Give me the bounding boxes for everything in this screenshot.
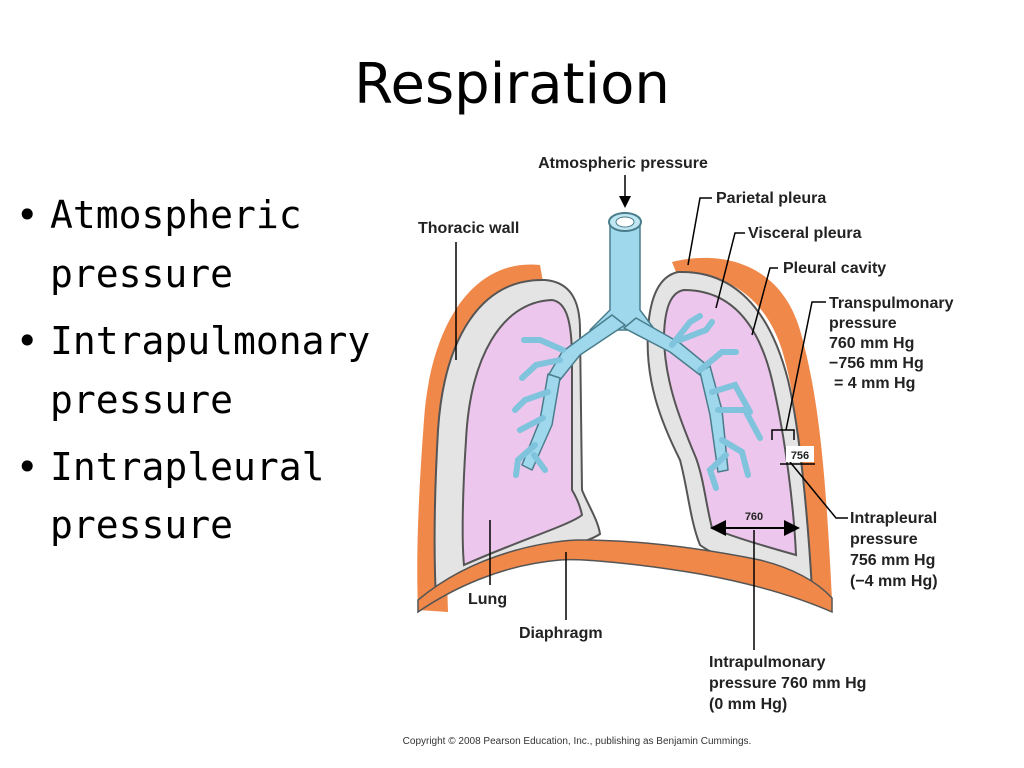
label-transpulmonary-line: −756 mm Hg (829, 355, 924, 372)
right-parietal-pleura (672, 257, 832, 600)
label-lung: Lung (468, 591, 507, 608)
label-intrapulmonary-line: (0 mm Hg) (709, 696, 787, 713)
bullet-line: Intrapleural (50, 444, 325, 489)
label-transpulmonary-line: = 4 mm Hg (834, 375, 915, 392)
label-transpulmonary-line: Transpulmonary (829, 295, 954, 312)
label-intrapulmonary-line: pressure 760 mm Hg (709, 675, 866, 692)
left-lung (461, 298, 584, 567)
bullet-marker: • (16, 318, 39, 363)
label-thoracic-wall: Thoracic wall (418, 220, 519, 237)
label-transpulmonary-line: pressure (829, 315, 897, 332)
diaphragm (417, 539, 833, 614)
label-intrapulmonary-group: Intrapulmonary pressure 760 mm Hg (0 mm … (709, 654, 866, 713)
airway-branches (512, 313, 763, 491)
copyright-notice: Copyright © 2008 Pearson Education, Inc.… (402, 736, 752, 747)
label-diaphragm: Diaphragm (519, 625, 603, 642)
trachea-lumen (615, 216, 635, 228)
label-pleural-cavity: Pleural cavity (783, 260, 886, 277)
bullet-marker: • (16, 444, 39, 489)
bullet-list: • Atmospheric pressure • Intrapulmonary … (14, 186, 394, 563)
label-transpulmonary-group: Transpulmonary pressure 760 mm Hg −756 m… (829, 295, 954, 392)
measure-756-box (786, 446, 814, 462)
bullet-line: Atmospheric (50, 193, 302, 237)
label-intrapleural-line: Intrapleural (850, 510, 937, 527)
measure-756: 756 (791, 450, 809, 462)
label-parietal-pleura: Parietal pleura (716, 190, 826, 207)
bullet-line: pressure (50, 503, 234, 548)
bullet-atmospheric: • Atmospheric pressure (14, 186, 394, 304)
label-transpulmonary-line: 760 mm Hg (829, 335, 914, 352)
label-intrapulmonary-line: Intrapulmonary (709, 654, 826, 671)
bullet-intrapulmonary: • Intrapulmonary pressure (14, 312, 394, 430)
label-intrapleural-group: Intrapleural pressure 756 mm Hg (−4 mm H… (850, 510, 938, 590)
bullet-line: Intrapulmonary (50, 318, 371, 363)
slide-title: Respiration (354, 52, 670, 117)
bullet-marker: • (16, 193, 39, 237)
leader-lines (455, 175, 848, 650)
label-visceral-pleura: Visceral pleura (748, 225, 862, 242)
bullet-line: pressure (50, 377, 234, 422)
label-intrapleural-line: (−4 mm Hg) (850, 573, 938, 590)
label-intrapleural-line: pressure (850, 531, 918, 548)
right-bronchus-lower (699, 365, 729, 473)
measure-760: 760 (745, 511, 763, 523)
left-parietal-pleura (417, 264, 545, 612)
bullet-line: pressure (50, 251, 234, 296)
trachea (589, 221, 656, 331)
bullet-intrapleural: • Intrapleural pressure (14, 438, 394, 556)
label-atmospheric-pressure: Atmospheric pressure (538, 155, 708, 172)
label-intrapleural-line: 756 mm Hg (850, 552, 935, 569)
measure-760-box (736, 508, 772, 524)
